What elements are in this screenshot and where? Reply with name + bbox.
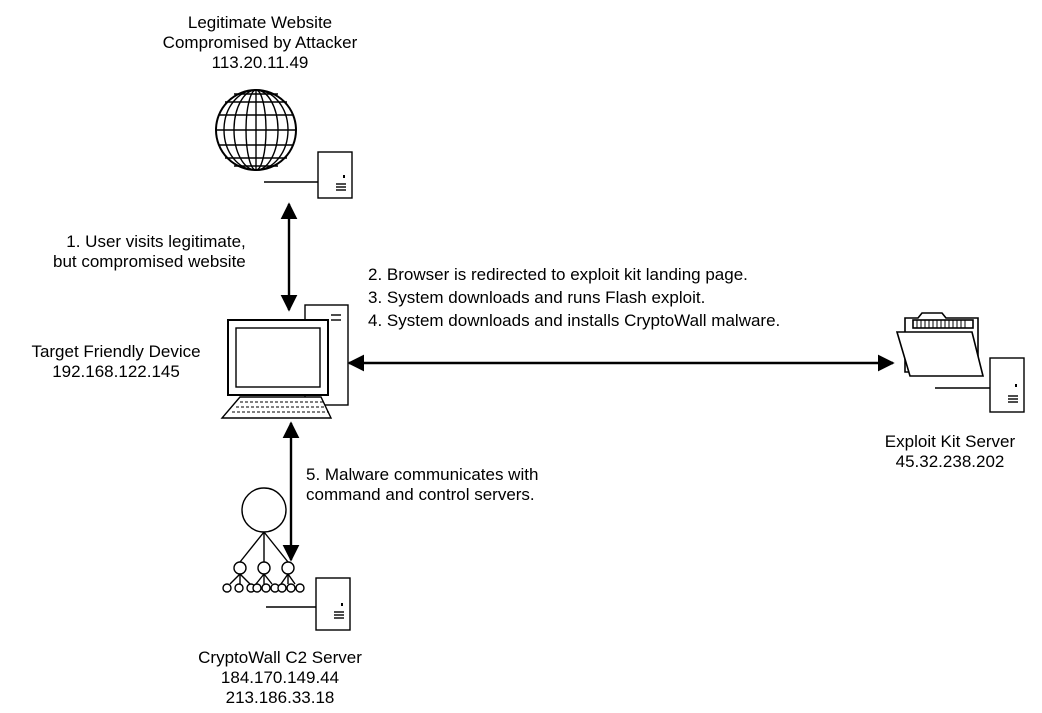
website-name-line2: Compromised by Attacker	[162, 33, 358, 52]
steps-2-4-label: 2. Browser is redirected to exploit kit …	[368, 265, 780, 331]
exploit-kit-server-icon	[935, 357, 1025, 413]
desktop-computer-icon	[220, 304, 349, 419]
step4-text: 4. System downloads and installs CryptoW…	[368, 311, 781, 330]
step1-line1: 1. User visits legitimate,	[66, 232, 246, 251]
c2-ip-2: 213.186.33.18	[225, 688, 335, 707]
c2-label: CryptoWall C2 Server 184.170.149.44 213.…	[170, 648, 390, 708]
website-ip: 113.20.11.49	[211, 53, 309, 72]
step5-line1: 5. Malware communicates with	[306, 465, 539, 484]
exploit-kit-ip: 45.32.238.202	[895, 452, 1005, 471]
target-ip: 192.168.122.145	[52, 362, 180, 381]
target-label: Target Friendly Device 192.168.122.145	[0, 342, 232, 382]
c2-name: CryptoWall C2 Server	[198, 648, 362, 667]
step2-text: 2. Browser is redirected to exploit kit …	[368, 265, 748, 284]
step1-label: 1. User visits legitimate, but compromis…	[53, 232, 246, 272]
globe-icon	[215, 89, 297, 171]
c2-ip-1: 184.170.149.44	[220, 668, 340, 687]
step5-line2: command and control servers.	[306, 485, 535, 504]
target-name: Target Friendly Device	[31, 342, 201, 361]
exploit-kit-name: Exploit Kit Server	[884, 432, 1016, 451]
step3-text: 3. System downloads and runs Flash explo…	[368, 288, 706, 307]
website-server-icon	[264, 151, 353, 199]
step5-label: 5. Malware communicates with command and…	[306, 465, 538, 505]
c2-server-icon	[266, 577, 351, 631]
exploit-kit-label: Exploit Kit Server 45.32.238.202	[860, 432, 1040, 472]
step1-line2: but compromised website	[53, 252, 246, 271]
folder-icon	[895, 312, 985, 377]
network-hierarchy-icon	[222, 487, 305, 593]
website-name-line1: Legitimate Website	[187, 13, 333, 32]
website-label: Legitimate Website Compromised by Attack…	[150, 13, 370, 73]
